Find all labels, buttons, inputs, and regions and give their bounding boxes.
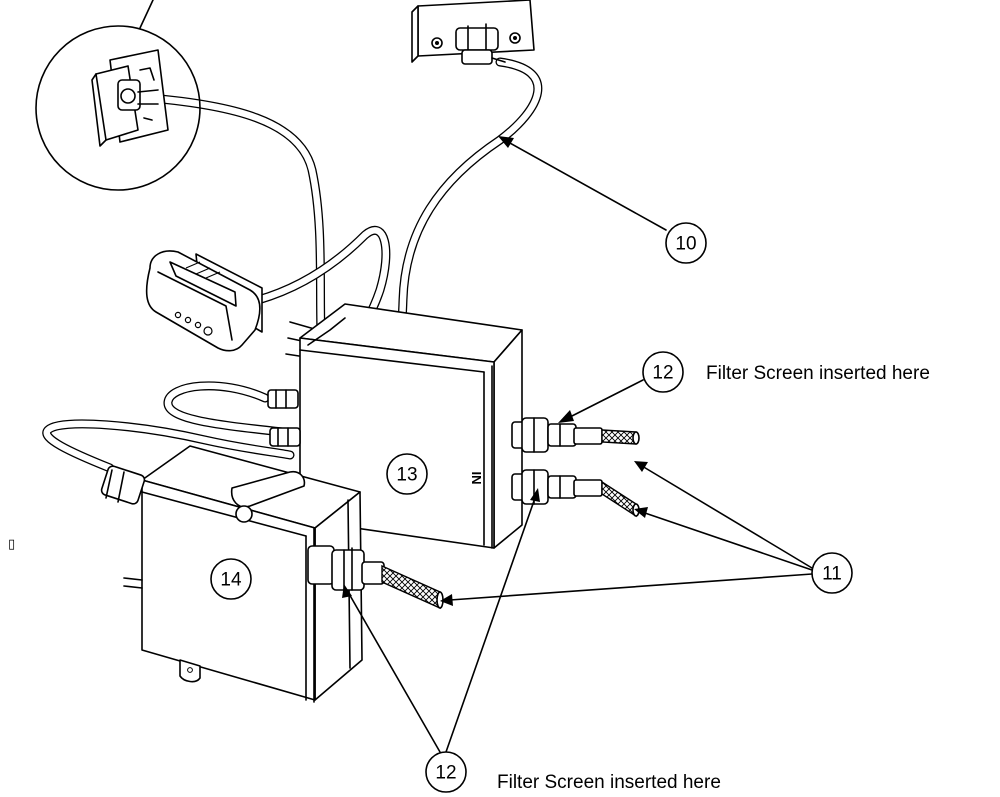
callout-10: 10	[665, 222, 707, 264]
caption-filter-screen-bottom: Filter Screen inserted here	[497, 772, 721, 793]
callout-12-top-label: 12	[652, 363, 673, 384]
callout-13-label: 13	[396, 465, 417, 486]
upper-inlet-fitting	[511, 417, 640, 453]
box-13-fittings	[267, 389, 640, 518]
box-14-outlet-fitting	[307, 545, 444, 610]
callout-11: 11	[811, 552, 853, 594]
callout-14-label: 14	[220, 570, 242, 591]
lower-inlet-fitting	[511, 469, 640, 518]
in-marking: IN	[469, 472, 484, 485]
callout-10-label: 10	[675, 234, 696, 255]
callout-14: 14	[210, 558, 252, 600]
top-bulkhead-port	[411, 0, 535, 65]
callout-12-bottom: 12	[425, 751, 467, 793]
detail-view-circle	[35, 0, 201, 191]
callout-12-bottom-label: 12	[435, 763, 456, 784]
indicator-panel	[145, 250, 263, 352]
caption-filter-screen-top: Filter Screen inserted here	[706, 363, 930, 384]
callout-11-label: 11	[822, 564, 842, 585]
stray-mark: ▯	[8, 537, 15, 552]
box-14	[100, 445, 363, 703]
callout-12-top: 12	[642, 351, 684, 393]
callout-13: 13	[386, 453, 428, 495]
bulkhead-port-detail	[91, 49, 169, 147]
leader-lines	[342, 136, 813, 753]
